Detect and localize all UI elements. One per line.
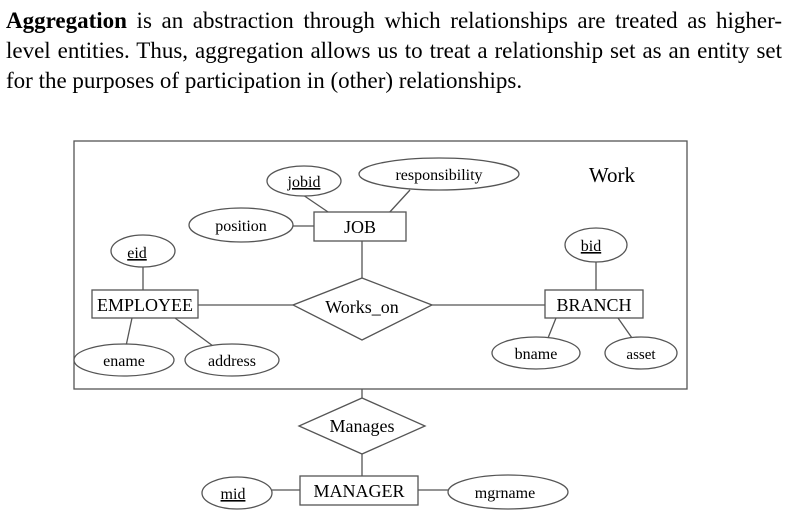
attribute-address: address <box>184 343 280 377</box>
entity-branch: BRANCH <box>544 289 644 319</box>
entity-job: JOB <box>313 211 407 242</box>
relationship-works-on-label: Works_on <box>325 297 399 317</box>
attribute-responsibility-label: responsibility <box>395 167 482 184</box>
intro-term: Aggregation <box>6 8 127 33</box>
attribute-asset-label: asset <box>626 347 656 363</box>
attribute-bname: bname <box>491 336 581 370</box>
attribute-ename: ename <box>73 343 175 377</box>
attribute-jobid: jobid <box>266 165 342 197</box>
intro-text: is an abstraction through which relation… <box>6 8 782 93</box>
attribute-mgrname: mgrname <box>447 474 569 510</box>
entity-employee: EMPLOYEE <box>91 289 199 319</box>
aggregate-label: Work <box>589 163 636 187</box>
entity-manager-label: MANAGER <box>313 481 404 501</box>
attribute-bid: bid <box>564 227 628 263</box>
entity-job-label: JOB <box>344 217 376 237</box>
attribute-bid-label: bid <box>581 238 601 255</box>
attribute-position-label: position <box>215 218 267 235</box>
attribute-responsibility: responsibility <box>358 157 520 191</box>
attribute-mid: mid <box>201 476 273 510</box>
intro-paragraph: Aggregation is an abstraction through wh… <box>6 6 782 96</box>
attribute-eid-label: eid <box>127 245 147 262</box>
attribute-mid-label: mid <box>221 486 246 503</box>
attribute-bname-label: bname <box>515 346 558 363</box>
relationship-manages: Manages <box>297 397 427 455</box>
attribute-address-label: address <box>208 353 256 370</box>
attribute-ename-label: ename <box>103 353 145 370</box>
attribute-jobid-label: jobid <box>287 174 321 191</box>
attribute-mgrname-label: mgrname <box>475 485 535 502</box>
attribute-asset: asset <box>604 336 678 370</box>
aggregation-box <box>73 140 688 390</box>
entity-manager: MANAGER <box>299 475 419 506</box>
attribute-position: position <box>188 207 294 243</box>
entity-branch-label: BRANCH <box>556 295 631 315</box>
entity-employee-label: EMPLOYEE <box>97 295 193 315</box>
relationship-manages-label: Manages <box>330 416 395 436</box>
attribute-eid: eid <box>110 234 176 268</box>
relationship-works-on: Works_on <box>291 277 434 341</box>
connector-lines <box>125 189 633 491</box>
